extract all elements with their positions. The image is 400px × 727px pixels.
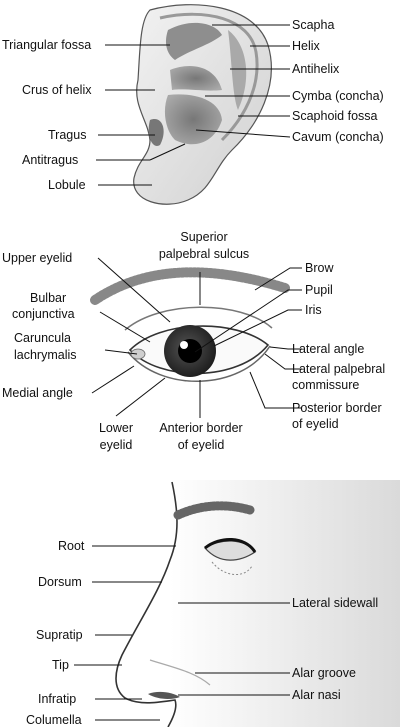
label-scapha: Scapha — [292, 18, 334, 32]
label-lower-eyelid-2: eyelid — [100, 438, 133, 452]
ear-cavum-shape — [164, 94, 222, 145]
label-superior-sulcus-1: Superior — [180, 230, 227, 244]
label-anterior-border-2: of eyelid — [178, 438, 225, 452]
label-brow: Brow — [305, 261, 334, 275]
label-caruncula-1: Caruncula — [14, 331, 71, 345]
label-cavum: Cavum (concha) — [292, 130, 384, 144]
label-bulbar-2: conjunctiva — [12, 307, 75, 321]
eye-labels: Superior palpebral sulcus Upper eyelid B… — [2, 230, 385, 452]
eye-leaders — [91, 257, 302, 418]
label-antitragus: Antitragus — [22, 153, 78, 167]
nose-labels: Root Dorsum Lateral sidewall Supratip Ti… — [26, 539, 378, 727]
label-caruncula-2: lachrymalis — [14, 348, 77, 362]
nose-eye-lashes — [204, 538, 257, 553]
label-alar-groove: Alar groove — [292, 666, 356, 680]
label-iris: Iris — [305, 303, 322, 317]
ear-illustration — [133, 4, 272, 205]
caruncle-shape — [130, 348, 146, 360]
label-antihelix: Antihelix — [292, 62, 340, 76]
label-cymba: Cymba (concha) — [292, 89, 384, 103]
nose-profile — [115, 481, 178, 727]
alar-groove-shape — [149, 659, 211, 686]
label-lobule: Lobule — [48, 178, 86, 192]
label-scaphoid-fossa: Scaphoid fossa — [292, 109, 378, 123]
label-infratip: Infratip — [38, 692, 76, 706]
eyebrow — [90, 267, 290, 305]
ear-helix-rim — [159, 12, 259, 142]
label-alar-nasi: Alar nasi — [292, 688, 341, 702]
ear-tragus-shape — [148, 119, 164, 146]
label-medial-angle: Medial angle — [2, 386, 73, 400]
ear-scaphoid-fossa-shape — [228, 30, 247, 110]
ear-cymba-shape — [170, 66, 222, 91]
label-lateral-commissure-2: commissure — [292, 378, 359, 392]
label-bulbar-1: Bulbar — [30, 291, 66, 305]
label-tip: Tip — [52, 658, 69, 672]
label-upper-eyelid: Upper eyelid — [2, 251, 72, 265]
nostril-shape — [148, 691, 180, 699]
label-superior-sulcus-2: palpebral sulcus — [159, 247, 249, 261]
label-root: Root — [58, 539, 85, 553]
nose-eye-lower — [211, 561, 253, 575]
nose-brow-hair — [173, 501, 255, 520]
label-lower-eyelid-1: Lower — [99, 421, 133, 435]
label-pupil: Pupil — [305, 283, 333, 297]
nose-leaders — [74, 545, 290, 721]
label-lateral-sidewall: Lateral sidewall — [292, 596, 378, 610]
pupil-highlight — [180, 341, 188, 349]
ear-labels: Scapha Triangular fossa Helix Antihelix … — [2, 18, 384, 192]
label-posterior-border-1: Posterior border — [292, 401, 382, 415]
label-tragus: Tragus — [48, 128, 86, 142]
upper-lid-fold — [124, 306, 273, 331]
label-helix: Helix — [292, 39, 321, 53]
label-triangular-fossa: Triangular fossa — [2, 38, 91, 52]
label-columella: Columella — [26, 713, 82, 727]
label-lateral-commissure-1: Lateral palpebral — [292, 362, 385, 376]
label-lateral-angle: Lateral angle — [292, 342, 364, 356]
label-crus-of-helix: Crus of helix — [22, 83, 92, 97]
label-anterior-border-1: Anterior border — [159, 421, 242, 435]
ear-leaders — [96, 24, 291, 186]
label-posterior-border-2: of eyelid — [292, 417, 339, 431]
label-dorsum: Dorsum — [38, 575, 82, 589]
ear-triangular-fossa-shape — [165, 22, 222, 60]
label-supratip: Supratip — [36, 628, 83, 642]
